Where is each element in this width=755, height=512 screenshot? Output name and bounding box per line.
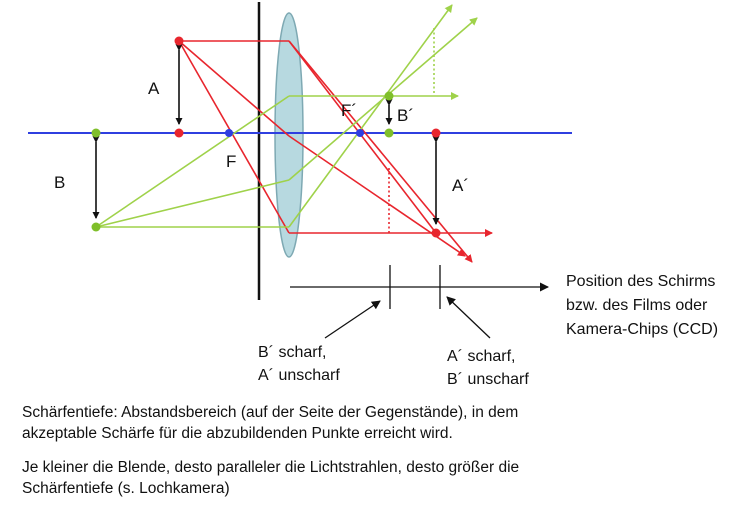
image-point-a-axis [431,128,441,138]
focal-point-back [356,129,364,137]
screen-position-line-2: bzw. des Films oder [566,297,708,314]
height-arrows [92,44,440,225]
label-object-b: B [54,173,65,192]
note-right-line-1: A´ scharf, [447,348,515,365]
pointer-arrow-left [324,300,381,339]
focal-point-front [225,129,233,137]
definition-line-1: Schärfentiefe: Abstandsbereich (auf der … [22,404,519,421]
pointer-arrow-right [446,296,491,339]
label-focus-front: F [226,152,236,171]
note-left-line-1: B´ scharf, [258,344,326,361]
label-object-a: A [148,79,160,98]
note-right-line-2: B´ unscharf [447,371,529,388]
image-point-a-bottom [431,228,441,238]
definition-paragraph: Schärfentiefe: Abstandsbereich (auf der … [22,402,722,444]
note-left-line-2: A´ unscharf [258,367,340,384]
green-rays [95,4,478,228]
object-point-a-top [174,36,184,46]
aperture-line-2: Schärfentiefe (s. Lochkamera) [22,480,230,497]
definition-line-2: akzeptable Schärfe für die abzubildenden… [22,425,453,442]
object-point-b-axis [91,128,101,138]
screen-position-line-3: Kamera-Chips (CCD) [566,321,718,338]
object-point-a-axis [174,128,184,138]
label-image-a: A´ [452,176,469,195]
aperture-line-1: Je kleiner die Blende, desto paralleler … [22,459,520,476]
image-point-b-axis [384,128,394,138]
label-focus-back: F´ [341,101,357,120]
red-rays [178,40,493,263]
label-image-b: B´ [397,106,414,125]
image-point-b-top [384,91,394,101]
object-point-b-bottom [91,222,101,232]
screen-position-line-1: Position des Schirms [566,273,715,290]
aperture-paragraph: Je kleiner die Blende, desto paralleler … [22,457,722,499]
